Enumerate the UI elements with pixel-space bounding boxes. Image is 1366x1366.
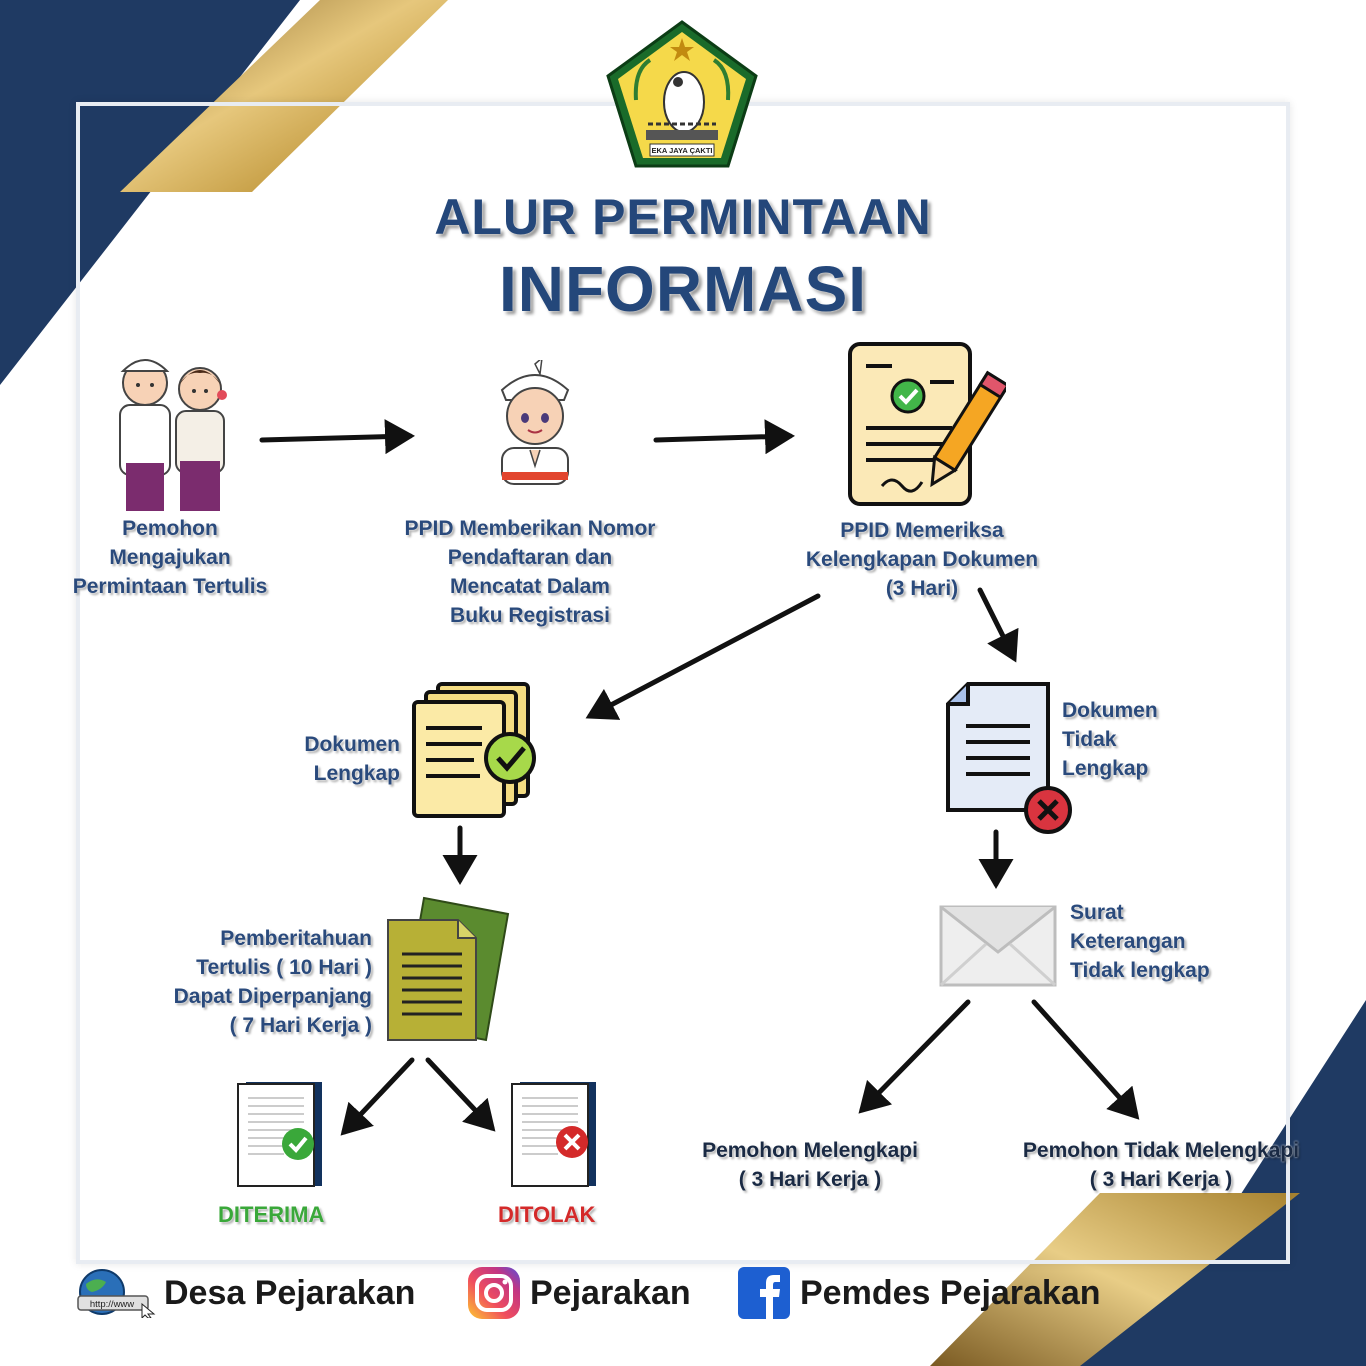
arrow-pemberitahuan-to-diterima (340, 1057, 415, 1136)
label-surat: Surat Keterangan Tidak lengkap (1070, 901, 1210, 982)
footer-instagram-label: Pejarakan (530, 1273, 691, 1312)
footer-website-label: Desa Pejarakan (164, 1273, 416, 1312)
footer-facebook-label: Pemdes Pejarakan (800, 1273, 1101, 1312)
globe-icon: http://www (77, 1269, 156, 1318)
result-accepted: DITERIMA (218, 1202, 325, 1227)
footer-facebook[interactable]: Pemdes Pejarakan (736, 1267, 1101, 1319)
arrow-periksa-to-lengkap (585, 593, 821, 720)
footer-instagram[interactable]: Pejarakan (466, 1267, 691, 1319)
label-ppid-periksa: PPID Memeriksa Kelengkapan Dokumen (3 Ha… (805, 519, 1039, 600)
svg-text:http://www: http://www (90, 1299, 134, 1310)
document-accepted-icon (237, 1082, 322, 1187)
label-dokumen-lengkap: Dokumen Lengkap (304, 733, 400, 785)
emblem-motto: EKA JAYA ÇAKTI (652, 146, 713, 155)
title-line-1: ALUR PERMINTAAN (434, 189, 932, 245)
written-notification-icon (387, 896, 510, 1042)
footer-website[interactable]: http://www Desa Pejarakan (72, 1268, 415, 1318)
label-dokumen-tidak-lengkap: Dokumen Tidak Lengkap (1062, 699, 1158, 780)
facebook-icon (738, 1267, 790, 1319)
label-pemohon: Pemohon Mengajukan Permintaan Tertulis (72, 517, 268, 598)
arrow-pemohon-to-ppid (259, 419, 415, 455)
title-line-2: INFORMASI (498, 253, 868, 325)
document-rejected-icon (511, 1082, 596, 1187)
label-melengkapi: Pemohon Melengkapi ( 3 Hari Kerja ) (702, 1139, 918, 1191)
arrow-surat-to-melengkapi (858, 999, 971, 1114)
arrow-surat-to-tidak-melengkapi (1031, 999, 1140, 1120)
document-review-icon (848, 342, 1006, 506)
envelope-icon (939, 905, 1057, 987)
instagram-icon (468, 1267, 520, 1319)
result-rejected: DITOLAK (498, 1202, 596, 1227)
label-pemberitahuan: Pemberitahuan Tertulis ( 10 Hari ) Dapat… (173, 927, 372, 1037)
arrow-periksa-to-tidak-lengkap (977, 587, 1019, 663)
ppid-officer-icon (500, 360, 570, 485)
label-ppid-nomor: PPID Memberikan Nomor Pendaftaran dan Me… (404, 517, 656, 627)
document-incomplete-icon (946, 682, 1072, 834)
arrow-ppid-to-periksa (653, 419, 795, 455)
arrow-pemberitahuan-to-ditolak (425, 1057, 496, 1132)
documents-complete-icon (412, 682, 536, 818)
applicant-couple-icon (119, 359, 227, 511)
regency-emblem: EKA JAYA ÇAKTI (606, 20, 758, 168)
label-tidak-melengkapi: Pemohon Tidak Melengkapi ( 3 Hari Kerja … (1022, 1139, 1300, 1191)
